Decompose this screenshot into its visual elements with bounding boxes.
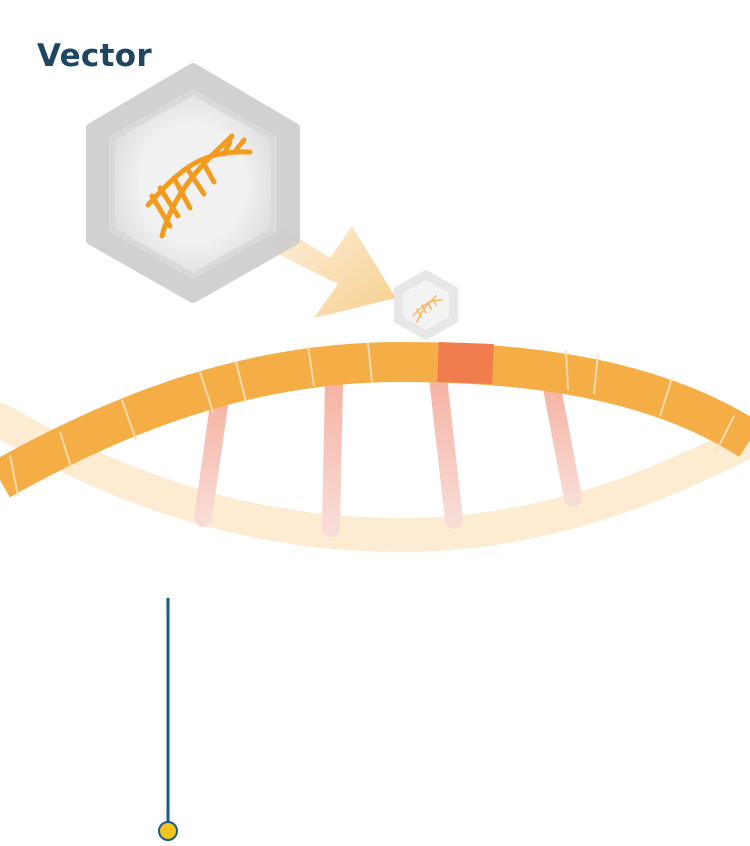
strand-tick <box>659 377 673 417</box>
strand-tick <box>59 431 73 471</box>
strand-tick <box>715 415 735 453</box>
genome-dna-strand <box>0 341 750 498</box>
insertion-site-marker <box>437 342 494 384</box>
page-title: Vector <box>37 38 152 74</box>
base-pair-rung <box>543 379 582 507</box>
vector-hexagon-small-icon <box>394 270 458 340</box>
strand-tick <box>565 349 569 391</box>
strand-tick <box>367 341 373 383</box>
vector-hexagon-icon <box>86 63 300 303</box>
strand-ticks <box>9 341 735 497</box>
genome-back-strand <box>0 403 750 553</box>
dna-helix-icon <box>145 133 253 239</box>
base-pair-rung <box>194 389 229 527</box>
strand-tick <box>121 399 137 441</box>
base-pair-rungs <box>194 369 582 537</box>
base-pair-rung <box>429 369 463 529</box>
base-pair-rung <box>322 373 343 537</box>
strand-tick <box>593 353 599 395</box>
strand-tick <box>235 361 247 403</box>
strand-tick <box>9 454 19 497</box>
strand-tick <box>307 345 315 387</box>
callout-dot <box>158 821 178 841</box>
strand-tick <box>199 371 214 413</box>
